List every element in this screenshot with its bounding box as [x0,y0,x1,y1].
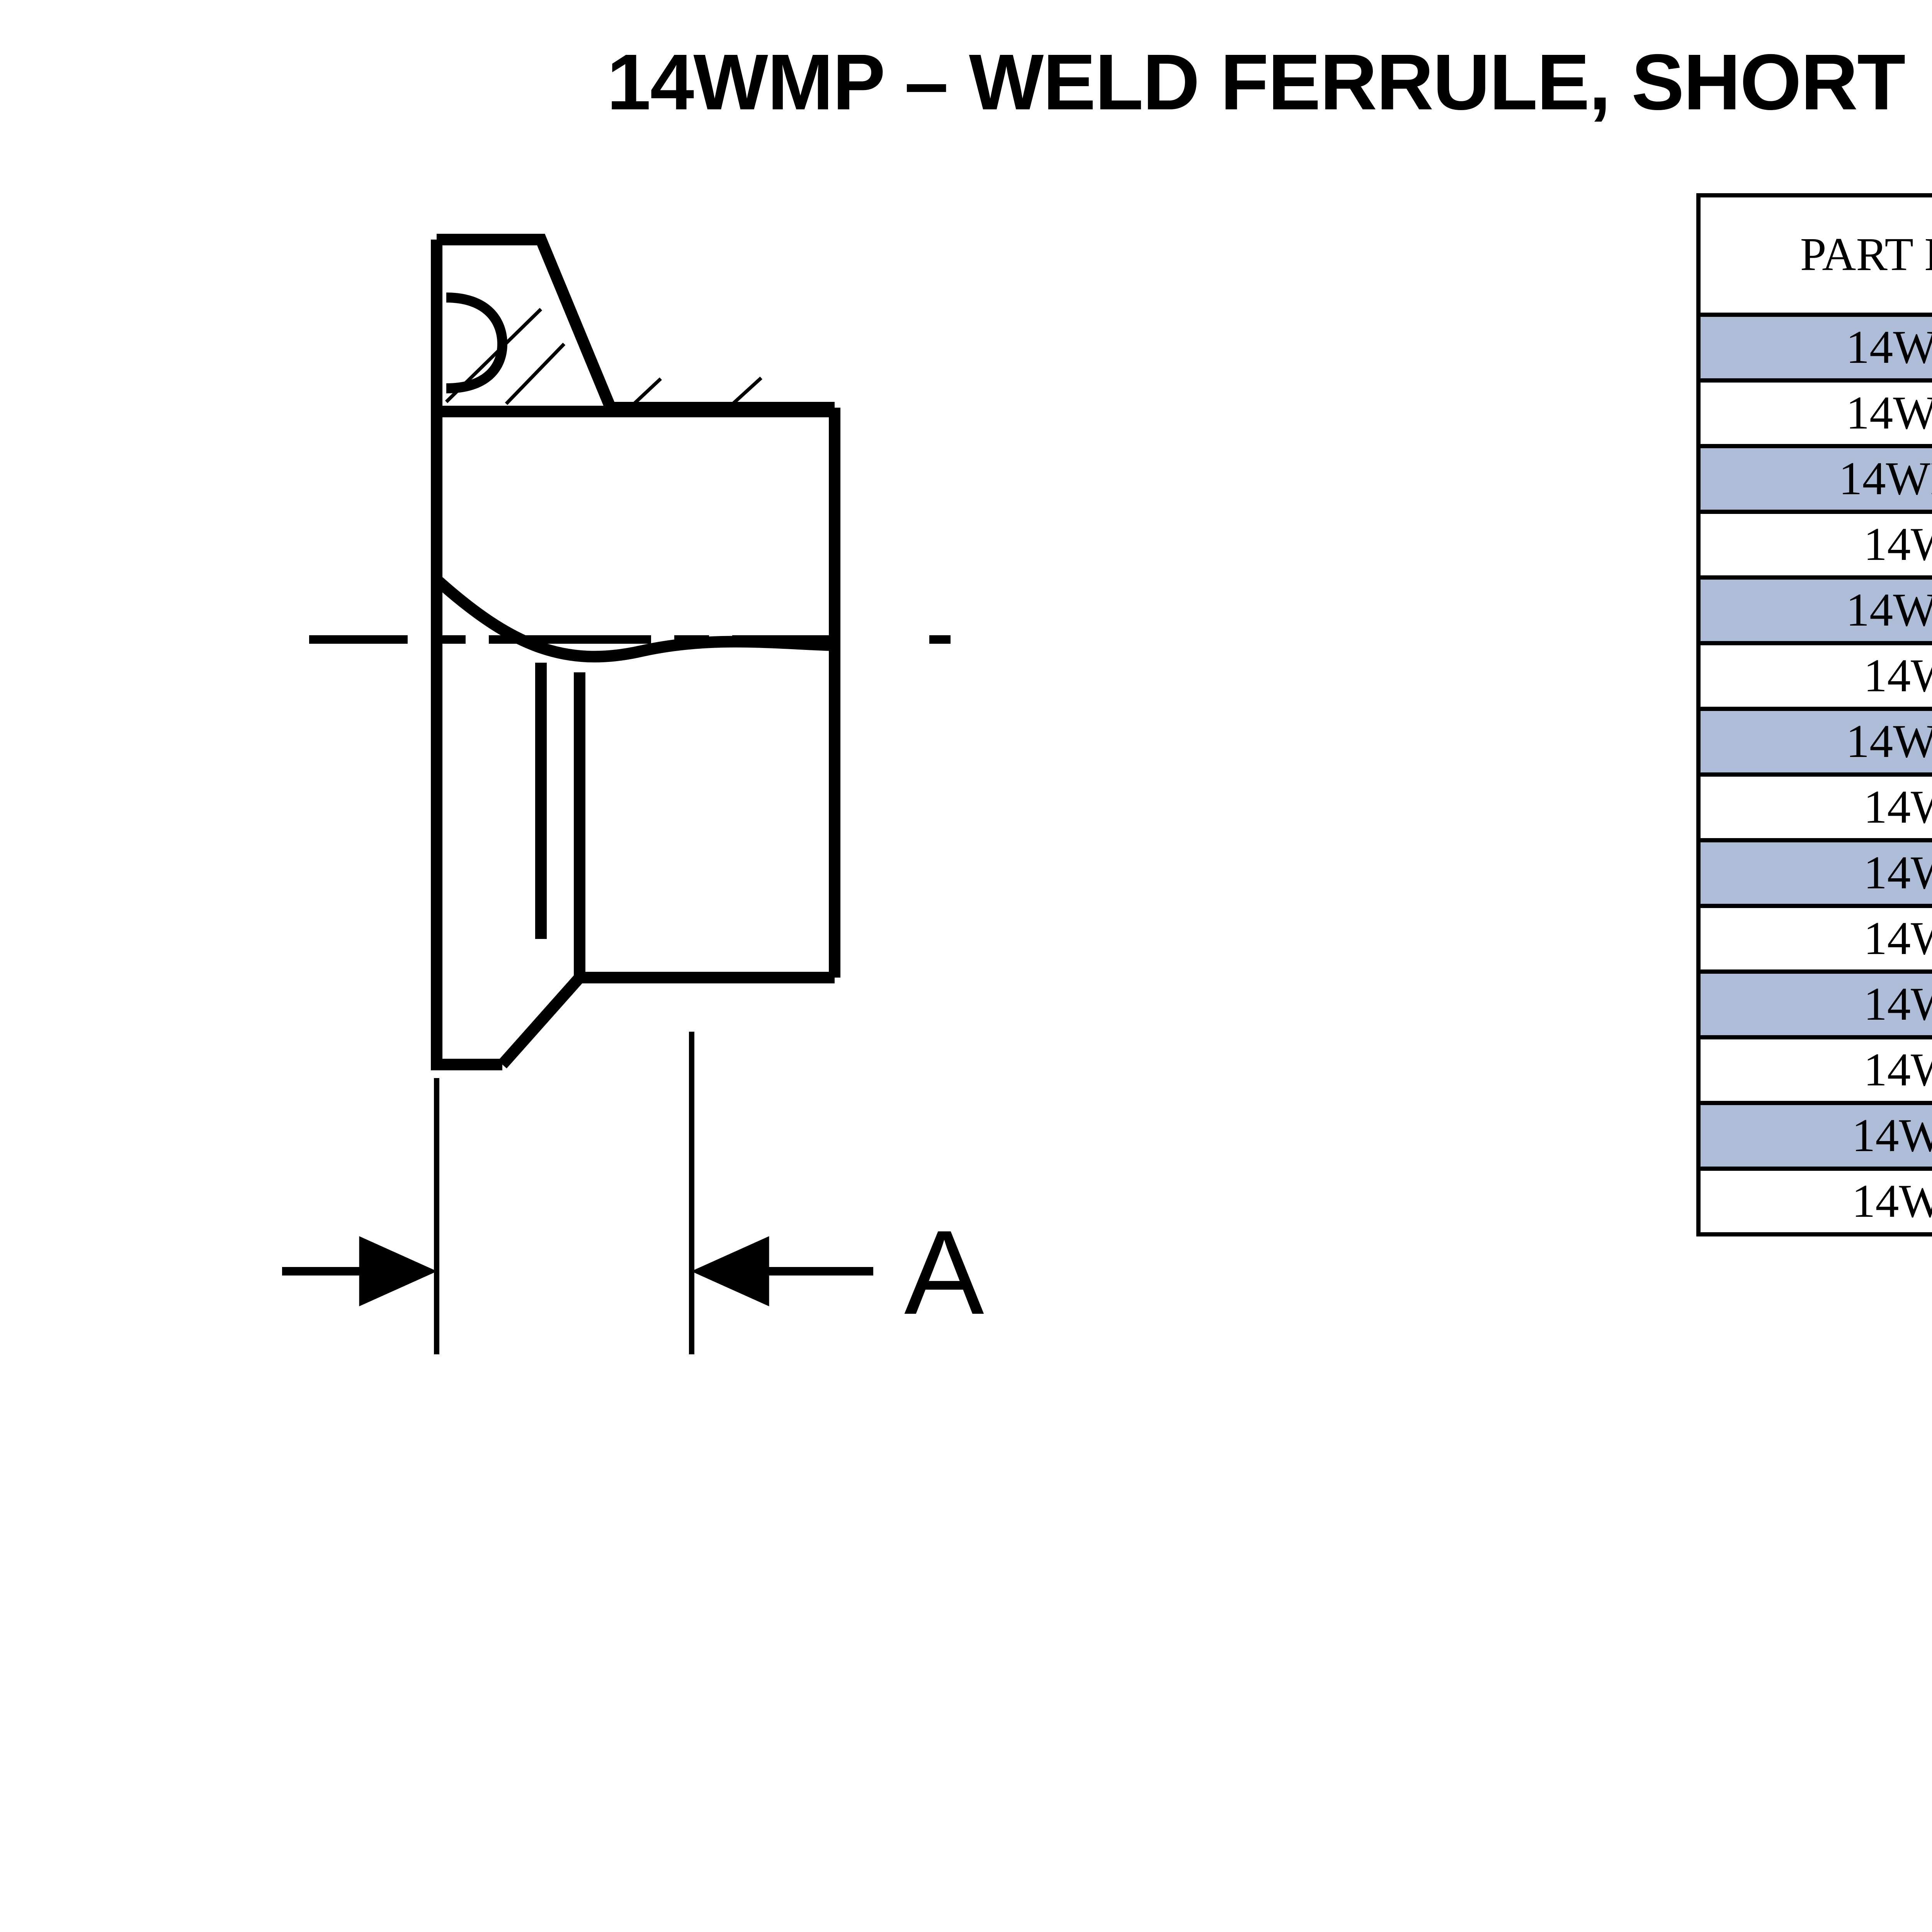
dimension-extension-lines [434,1032,694,1354]
table-row: 14WMP-66.750 [1696,969,1932,1039]
cell-part-number: 14WMP-1.5 [1696,575,1932,645]
dimension-label-a: A [904,1205,985,1339]
table-row: 14WMP-.753/4.500 [1696,378,1932,448]
table-row: 14WMP-22.500 [1696,641,1932,711]
table-header-row: PART NUMBER SIZE (inches) A (inches) [1696,193,1932,317]
table-row: 14WMP-55.750 [1696,903,1932,974]
table-row: 14WMP-1-A1 (TYPE A).500 [1696,444,1932,514]
cell-part-number: 14WMP-2 [1696,641,1932,711]
cell-part-number: 14WMP-2.5 [1696,706,1932,777]
table-row: 14WMP-12121.000 [1696,1166,1932,1236]
table-row: 14WMP-33.500 [1696,772,1932,842]
table-row: 14WMP-1010.875 [1696,1100,1932,1171]
cell-part-number: 14WMP-4 [1696,838,1932,908]
cell-part-number: 14WMP-6 [1696,969,1932,1039]
table-row: 14WMP-2.52-1/2.500 [1696,706,1932,777]
page-title: 14WMP – WELD FERRULE, SHORT [607,38,1905,126]
table-row: 14WMP-88.875 [1696,1035,1932,1105]
column-header-part-number: PART NUMBER [1696,193,1932,317]
table-row: 14WMP-11.500 [1696,509,1932,580]
technical-drawing: A [270,193,1198,1391]
cell-part-number: 14WMP-5 [1696,903,1932,974]
table-row: 14WMP-44.625 [1696,838,1932,908]
table-row: 14WMP-.501/2.500 [1696,312,1932,383]
specification-table: PART NUMBER SIZE (inches) A (inches) 14W… [1696,193,1932,1236]
cell-part-number: 14WMP-10 [1696,1100,1932,1171]
cell-part-number: 14WMP-12 [1696,1166,1932,1236]
cell-part-number: 14WMP-.50 [1696,312,1932,383]
ferrule-cross-section [431,234,840,1070]
cell-part-number: 14WMP-.75 [1696,378,1932,448]
header-label: PART NUMBER [1800,228,1932,281]
cell-part-number: 14WMP-1-A [1696,444,1932,514]
dimension-arrows [282,1236,873,1306]
cell-part-number: 14WMP-3 [1696,772,1932,842]
cell-part-number: 14WMP-8 [1696,1035,1932,1105]
table-row: 14WMP-1.51-1/2.500 [1696,575,1932,645]
cell-part-number: 14WMP-1 [1696,509,1932,580]
flange-groove-detail [445,293,763,411]
